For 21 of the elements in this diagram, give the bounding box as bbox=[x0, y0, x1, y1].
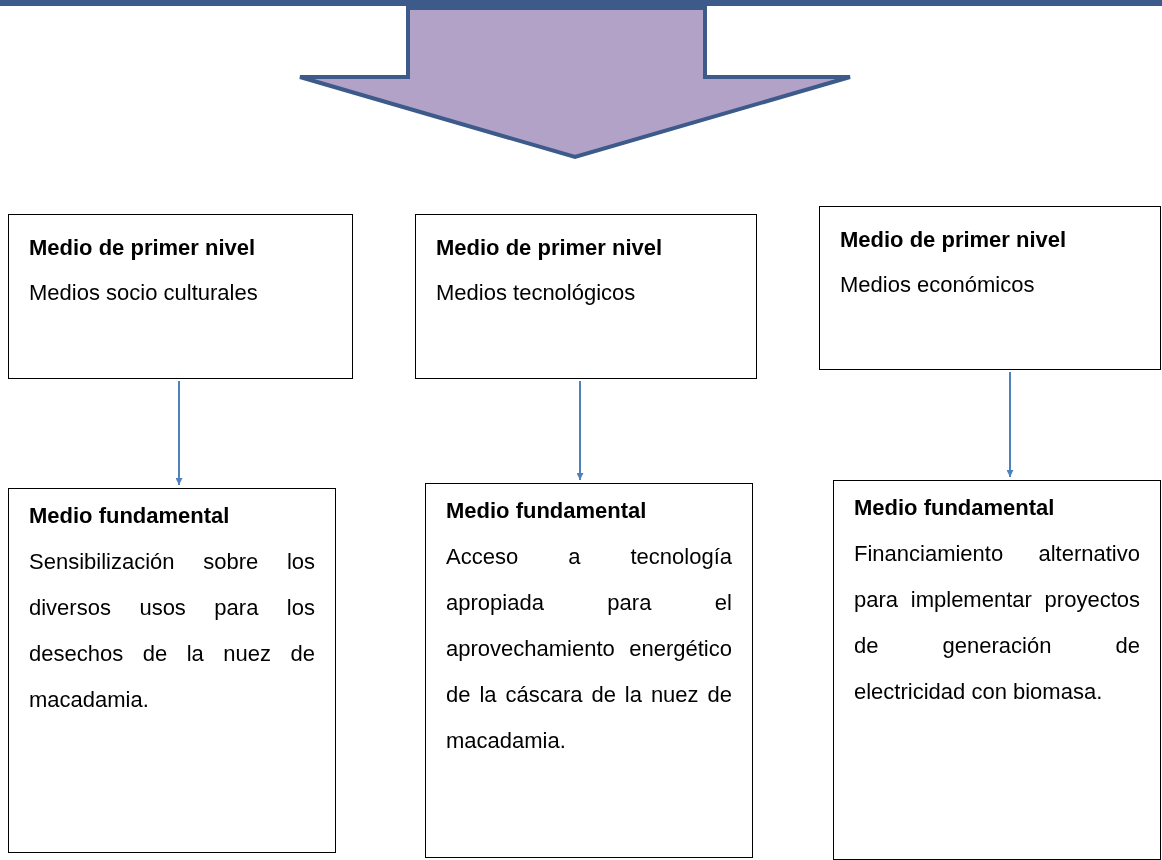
arrow bbox=[576, 380, 584, 481]
fundamental-box bbox=[833, 480, 1161, 860]
level-box bbox=[819, 206, 1161, 370]
box-heading: Medio fundamental bbox=[446, 497, 648, 525]
arrow bbox=[175, 380, 183, 486]
box-text: Medios tecnológicos bbox=[436, 279, 637, 307]
box-heading: Medio fundamental bbox=[29, 502, 231, 530]
box-heading: Medio de primer nivel bbox=[840, 226, 1068, 254]
box-heading: Medio fundamental bbox=[854, 494, 1056, 522]
box-text: Sensibilización sobre los diversos usos para los desechos de la nuez de macadamia. bbox=[29, 548, 315, 714]
box-text: Acceso a tecnología apropiada para el aprovechamiento energético de la cáscara de la nuez de macadamia. bbox=[446, 543, 732, 755]
box-text: Medios económicos bbox=[840, 271, 1036, 299]
level-box bbox=[415, 214, 757, 379]
box-text: Medios socio culturales bbox=[29, 279, 259, 307]
box-text: Financiamiento alternativo para implementar proyectos de generación de electricidad con biomasa. bbox=[854, 540, 1140, 706]
arrow bbox=[1006, 371, 1014, 478]
level-box bbox=[8, 214, 353, 379]
fundamental-box bbox=[8, 488, 336, 853]
box-heading: Medio de primer nivel bbox=[29, 234, 257, 262]
box-heading: Medio de primer nivel bbox=[436, 234, 664, 262]
fundamental-box bbox=[425, 483, 753, 858]
